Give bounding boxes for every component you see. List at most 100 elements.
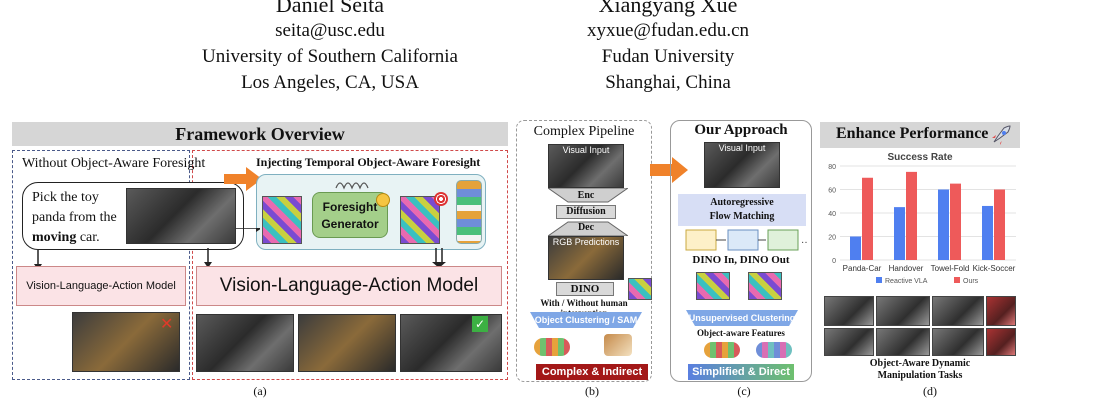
- task-thumb-8: [986, 328, 1016, 356]
- decoder-stage: Dec: [577, 222, 595, 233]
- caption-a: (a): [253, 384, 267, 398]
- input-feature-stack: [262, 196, 302, 244]
- rgb-predictions-label: RGB Predictions: [552, 237, 620, 247]
- x-tick-label: Kick-Soccer: [973, 264, 1016, 273]
- vla-model-baseline: Vision-Language-Action Model: [16, 266, 186, 306]
- simplified-direct-badge: Simplified & Direct: [688, 364, 794, 380]
- task-thumb-1: [824, 296, 874, 326]
- legend-label: Ours: [963, 278, 979, 285]
- task-caption-line-1: Object-Aware Dynamic: [869, 358, 971, 369]
- author-block-1: Daniel Seita seita@usc.edu University of…: [160, 0, 500, 96]
- author-affiliation: University of Southern California: [202, 46, 458, 67]
- token-sequence: …: [685, 229, 808, 251]
- complex-indirect-badge: Complex & Indirect: [536, 364, 648, 380]
- caption-c: (c): [737, 384, 751, 398]
- injecting-foresight-label: Injecting Temporal Object-Aware Foresigh…: [256, 155, 481, 169]
- instruction-text: Pick the toy panda from the moving car.: [32, 188, 117, 248]
- autoregressive-flow-matching: Autoregressive Flow Matching: [678, 194, 806, 226]
- connector-arrows-right: [204, 248, 446, 268]
- task-thumb-7: [932, 328, 984, 356]
- bar-ours: [906, 171, 917, 260]
- dino-out-thumb: [748, 272, 782, 300]
- instruction-emphasis: moving: [32, 230, 77, 245]
- vae-funnel: [548, 188, 628, 236]
- complex-pipeline-region: [516, 120, 652, 382]
- chart-title: Success Rate: [887, 152, 952, 163]
- rollout-frame-2: [298, 314, 396, 372]
- bar-ours: [862, 177, 873, 260]
- legend-swatch: [876, 277, 882, 283]
- thinking-face-icon: [376, 193, 390, 207]
- object-features-group-2: [756, 342, 792, 358]
- task-thumb-2: [876, 296, 930, 326]
- rocket-icon: [992, 125, 1011, 145]
- our-approach-region: [670, 120, 812, 382]
- task-caption-line-2: Manipulation Tasks: [877, 370, 963, 381]
- bar-reactive-vla: [982, 205, 993, 260]
- x-tick-label: Towel-Fold: [931, 264, 970, 273]
- dino-in-dino-out: DINO In, DINO Out: [692, 254, 790, 266]
- fail-icon: ✕: [160, 316, 174, 333]
- enhance-performance-title: Enhance Performance: [836, 125, 989, 142]
- foresight-generator: Foresight Generator: [312, 192, 388, 238]
- orange-arrow-icon: [650, 157, 688, 183]
- failure-image: [72, 312, 180, 372]
- scene-image: [126, 188, 236, 244]
- bar-reactive-vla: [850, 236, 861, 260]
- task-thumb-6: [876, 328, 930, 356]
- legend-label: Reactive VLA: [885, 278, 928, 285]
- x-tick-label: Panda-Car: [843, 264, 882, 273]
- encoder-stage: Enc: [577, 190, 595, 201]
- bar-reactive-vla: [894, 207, 905, 260]
- flow-line-2: Flow Matching: [709, 211, 775, 222]
- framework-overview-title: Framework Overview: [12, 122, 508, 146]
- object-aware-features-label: Object-aware Features: [697, 328, 785, 338]
- author-email: xyxue@fudan.edu.cn: [586, 20, 750, 41]
- visual-input-image: [704, 142, 780, 188]
- vla-model-ours: Vision-Language-Action Model: [196, 266, 502, 306]
- bar-reactive-vla: [938, 189, 949, 260]
- y-tick-label: 0: [832, 258, 836, 265]
- x-tick-label: Handover: [889, 264, 924, 273]
- author-name: Daniel Seita: [275, 0, 385, 17]
- rgb-prediction-image: [548, 236, 624, 280]
- dino-stage: DINO: [556, 282, 614, 296]
- orange-arrow-icon: [224, 167, 262, 191]
- object-clustering-sam: Object Clustering / SAM: [530, 312, 642, 328]
- svg-text:…: …: [801, 235, 808, 246]
- task-thumb-5: [824, 328, 874, 356]
- complex-pipeline-title: Complex Pipeline: [533, 124, 635, 139]
- our-approach-title: Our Approach: [694, 122, 788, 138]
- loop-icon: [335, 182, 369, 190]
- caption-b: (b): [585, 384, 599, 398]
- target-icon: [434, 192, 448, 206]
- bar-ours: [950, 183, 961, 260]
- author-location: Shanghai, China: [605, 72, 731, 93]
- rollout-frame-1: [196, 314, 294, 372]
- without-foresight-region: [12, 150, 190, 380]
- output-feature-stack: [400, 196, 440, 244]
- instruction-line-3: moving car.: [32, 228, 117, 248]
- visual-input-label: Visual Input: [562, 145, 610, 155]
- enhance-performance-bar: [820, 122, 1020, 148]
- diffusion-stage: Diffusion: [556, 205, 616, 219]
- instruction-line-1: Pick the toy: [32, 190, 99, 205]
- y-tick-label: 40: [828, 211, 836, 218]
- task-thumb-3: [932, 296, 984, 326]
- flow-line-1: Autoregressive: [710, 197, 774, 208]
- author-email: seita@usc.edu: [275, 20, 385, 41]
- visual-input-image: [548, 144, 624, 188]
- injecting-foresight-region: [192, 150, 508, 380]
- unsupervised-clustering: Unsupervised Clustering: [686, 310, 798, 326]
- success-icon: ✓: [472, 316, 488, 332]
- y-tick-label: 80: [828, 164, 836, 171]
- clustered-objects: [534, 338, 570, 356]
- author-block-2: Xiangyang Xue xyxue@fudan.edu.cn Fudan U…: [498, 0, 838, 96]
- task-caption: Object-Aware Dynamic Manipulation Tasks: [820, 358, 1020, 382]
- y-tick-label: 60: [828, 188, 836, 195]
- bar-ours: [994, 189, 1005, 260]
- dino-in-thumb: [696, 272, 730, 300]
- without-foresight-label: Without Object-Aware Foresight: [22, 156, 206, 171]
- visual-input-label: Visual Input: [718, 143, 766, 153]
